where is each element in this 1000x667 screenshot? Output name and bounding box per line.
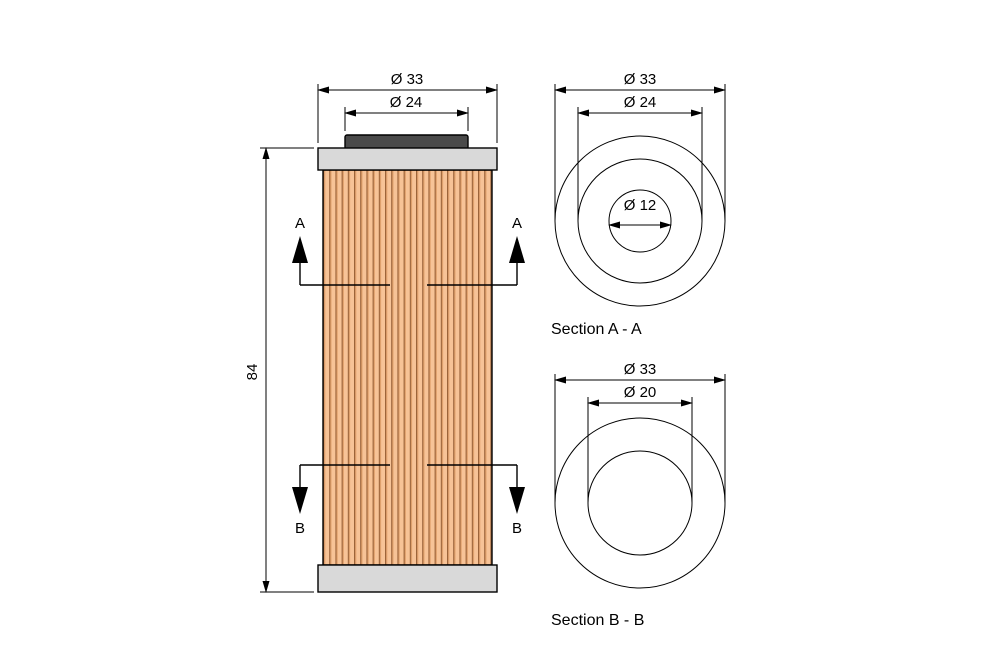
dimension-value: Ø 20: [624, 384, 657, 401]
section-cut-b: B B: [292, 464, 525, 537]
section-arrow-a-right: [509, 236, 525, 263]
section-view-aa: Ø 33 Ø 24 Ø 12 Section A - A: [551, 71, 726, 338]
dim-aa-outer-diameter: Ø 33: [554, 71, 726, 221]
center-hole: [608, 189, 672, 253]
section-arrow-b-left: [292, 487, 308, 514]
inner-disc: [587, 450, 693, 556]
section-bb-caption: Section B - B: [551, 612, 644, 629]
dim-front-inner-diameter: Ø 24: [344, 94, 469, 131]
section-arrow-a-left: [292, 236, 308, 263]
dim-aa-ring-diameter: Ø 24: [577, 94, 703, 221]
front-view: Ø 33 Ø 24 84: [244, 71, 525, 593]
dimension-value: Ø 33: [391, 71, 424, 88]
dim-aa-hole-diameter: Ø 12: [608, 197, 672, 229]
outer-disc: [554, 417, 726, 589]
filter-media-body: [322, 169, 493, 566]
section-aa-caption: Section A - A: [551, 321, 642, 338]
cut-label-a-left: A: [295, 215, 305, 232]
cut-label-a-right: A: [512, 215, 522, 232]
dimension-value: Ø 12: [624, 197, 657, 214]
dimension-value: Ø 33: [624, 361, 657, 378]
bottom-end-cap: [317, 564, 498, 593]
dimension-value: Ø 24: [390, 94, 423, 111]
dark-ring: [577, 158, 703, 284]
top-gasket: [344, 134, 469, 150]
dimension-value: Ø 33: [624, 71, 657, 88]
dim-bb-outer-diameter: Ø 33: [554, 361, 726, 503]
outer-disc: [554, 135, 726, 307]
dim-front-outer-diameter: Ø 33: [317, 71, 498, 143]
section-cut-a: A A: [292, 215, 525, 286]
section-view-bb: Ø 33 Ø 20 Section B - B: [551, 361, 726, 629]
top-end-cap: [317, 147, 498, 171]
dim-bb-inner-diameter: Ø 20: [587, 384, 693, 503]
section-arrow-b-right: [509, 487, 525, 514]
cut-label-b-left: B: [295, 520, 305, 537]
cut-label-b-right: B: [512, 520, 522, 537]
dimension-value: Ø 24: [624, 94, 657, 111]
dim-front-height: 84: [244, 147, 314, 593]
dimension-value: 84: [244, 364, 261, 381]
